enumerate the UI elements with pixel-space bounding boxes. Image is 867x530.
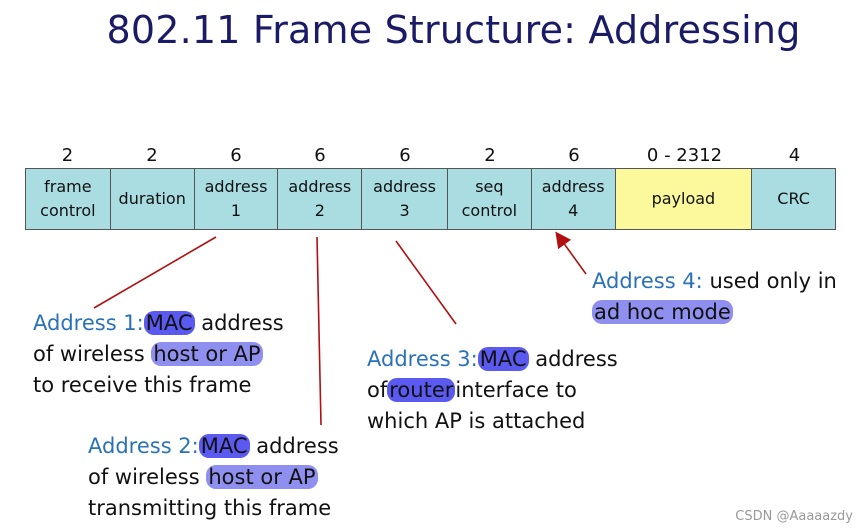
arrow-address-4 xyxy=(555,231,587,275)
field-size: 6 xyxy=(568,145,580,166)
frame-field-address-2: address 2 xyxy=(278,169,363,229)
address-1-line3: to receive this frame xyxy=(33,373,252,397)
address-1-line2: of wireless xyxy=(33,342,145,366)
field-size: 2 xyxy=(146,145,158,166)
host-or-ap-highlight: host or AP xyxy=(206,465,318,489)
address-2-label: Address 2: xyxy=(88,434,199,458)
address-2-line2: of wireless xyxy=(88,465,200,489)
address-3-label: Address 3: xyxy=(367,347,478,371)
address-3-line2: of xyxy=(367,378,388,402)
address-4-label: Address 4: xyxy=(592,269,703,293)
annotation-address-4: Address 4: used only in ad hoc mode xyxy=(592,266,837,328)
field-label: CRC xyxy=(777,189,810,208)
arrow-address-2 xyxy=(316,236,322,426)
frame-field-seq-control: seq control xyxy=(447,169,532,229)
address-2-line3: transmitting this frame xyxy=(88,496,332,520)
frame-field-payload: payload xyxy=(615,169,753,229)
address-1-label: Address 1: xyxy=(33,311,144,335)
address-3-line3: which AP is attached xyxy=(367,409,586,433)
address-1-text: address xyxy=(201,311,284,335)
frame-field-address-1: address 1 xyxy=(194,169,279,229)
field-size: 6 xyxy=(314,145,326,166)
annotation-address-3: Address 3:MAC address ofrouterinterface … xyxy=(367,344,618,437)
field-label: address 2 xyxy=(288,177,352,220)
mac-highlight: MAC xyxy=(477,347,529,371)
frame-diagram: frame control duration address 1 address 2 a… xyxy=(25,168,836,230)
mac-highlight: MAC xyxy=(143,311,195,335)
address-2-text: address xyxy=(256,434,339,458)
address-3-text: address xyxy=(535,347,618,371)
page-title: 802.11 Frame Structure: Addressing xyxy=(106,8,801,52)
router-highlight: router xyxy=(387,378,456,402)
frame-field-address-4: address 4 xyxy=(531,169,616,229)
field-size: 6 xyxy=(230,145,242,166)
field-label: address 1 xyxy=(204,177,268,220)
field-label: duration xyxy=(118,189,186,208)
frame-field-CRC: CRC xyxy=(752,169,836,229)
field-size: 2 xyxy=(484,145,496,166)
field-label: payload xyxy=(651,189,716,208)
annotation-address-2: Address 2:MAC address of wireless host o… xyxy=(88,431,339,524)
arrow-address-1 xyxy=(93,236,217,309)
annotation-address-1: Address 1:MAC address of wireless host o… xyxy=(33,308,284,401)
ad-hoc-highlight: ad hoc mode xyxy=(592,300,733,324)
field-label: address 3 xyxy=(373,177,436,220)
field-size: 0 - 2312 xyxy=(646,145,723,166)
mac-highlight: MAC xyxy=(198,434,250,458)
watermark: CSDN @Aaaaazdy xyxy=(735,509,853,524)
frame-field-frame-control: frame control xyxy=(26,169,111,229)
host-or-ap-highlight: host or AP xyxy=(151,342,263,366)
address-3-line2b: interface to xyxy=(455,378,577,402)
arrow-address-3 xyxy=(395,240,457,325)
address-4-text: used only in xyxy=(709,269,837,293)
field-sizes-row: 2 2 6 6 6 2 6 0 - 2312 4 xyxy=(0,145,867,167)
frame-field-address-3: address 3 xyxy=(362,169,448,229)
field-size: 4 xyxy=(788,145,801,166)
field-label: frame control xyxy=(40,177,96,220)
field-size: 2 xyxy=(61,145,74,166)
field-label: address 4 xyxy=(541,177,605,220)
field-size: 6 xyxy=(399,145,411,166)
frame-field-duration: duration xyxy=(110,169,195,229)
field-label: seq control xyxy=(461,177,518,220)
